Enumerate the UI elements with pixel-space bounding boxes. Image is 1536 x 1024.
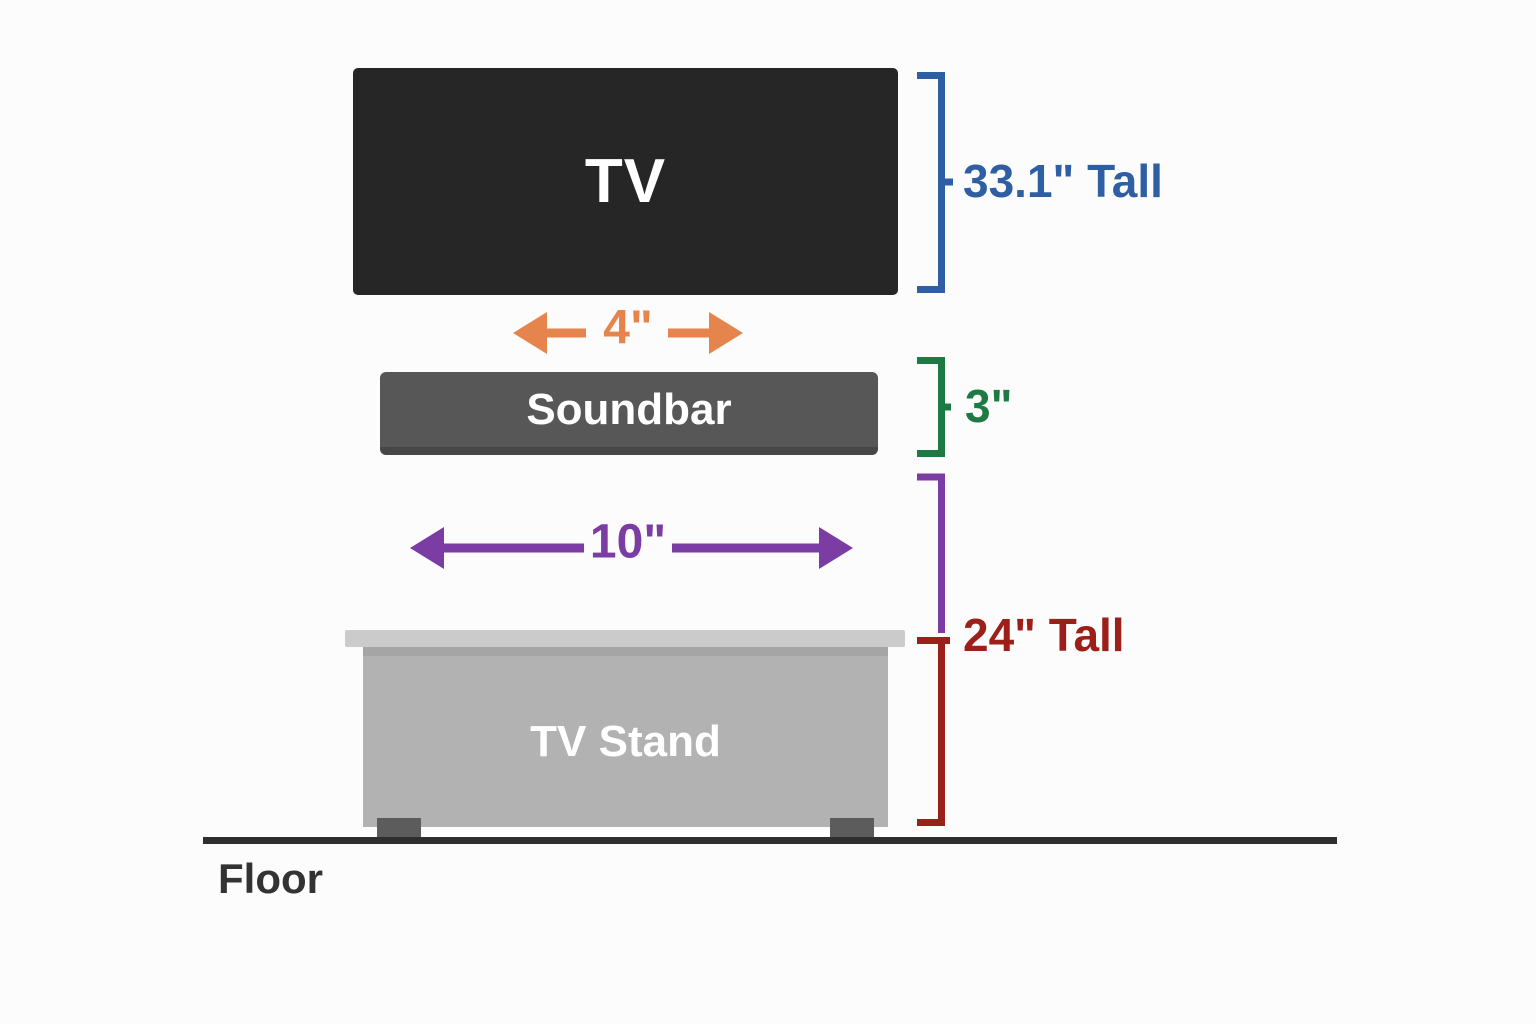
tv-height-bracket [917,72,953,293]
soundbar-height-label: 3" [965,379,1013,432]
soundbar-stand-gap-label: 10" [589,515,667,569]
tv-stand-label: TV Stand [530,716,721,766]
tv-stand-top-slab [345,630,905,647]
tv-stand-height-bracket [917,637,950,826]
floor-line [203,837,1337,844]
tv-box: TV [353,68,898,295]
gap-soundbar-stand-bracket [917,473,945,633]
tv-stand-left-foot [377,818,421,839]
tv-label: TV [584,147,667,216]
soundbar-label: Soundbar [526,384,732,434]
soundbar-height-bracket [917,357,951,457]
tv-stand-height-label: 24" Tall [963,608,1125,661]
tv-stand-body: TV Stand [363,647,888,827]
floor-label: Floor [218,855,323,902]
tv-soundbar-gap-label: 4" [603,301,653,355]
tv-stand-right-foot [830,818,874,839]
tv-height-label: 33.1" Tall [963,154,1163,207]
soundbar-box: Soundbar [380,372,878,455]
